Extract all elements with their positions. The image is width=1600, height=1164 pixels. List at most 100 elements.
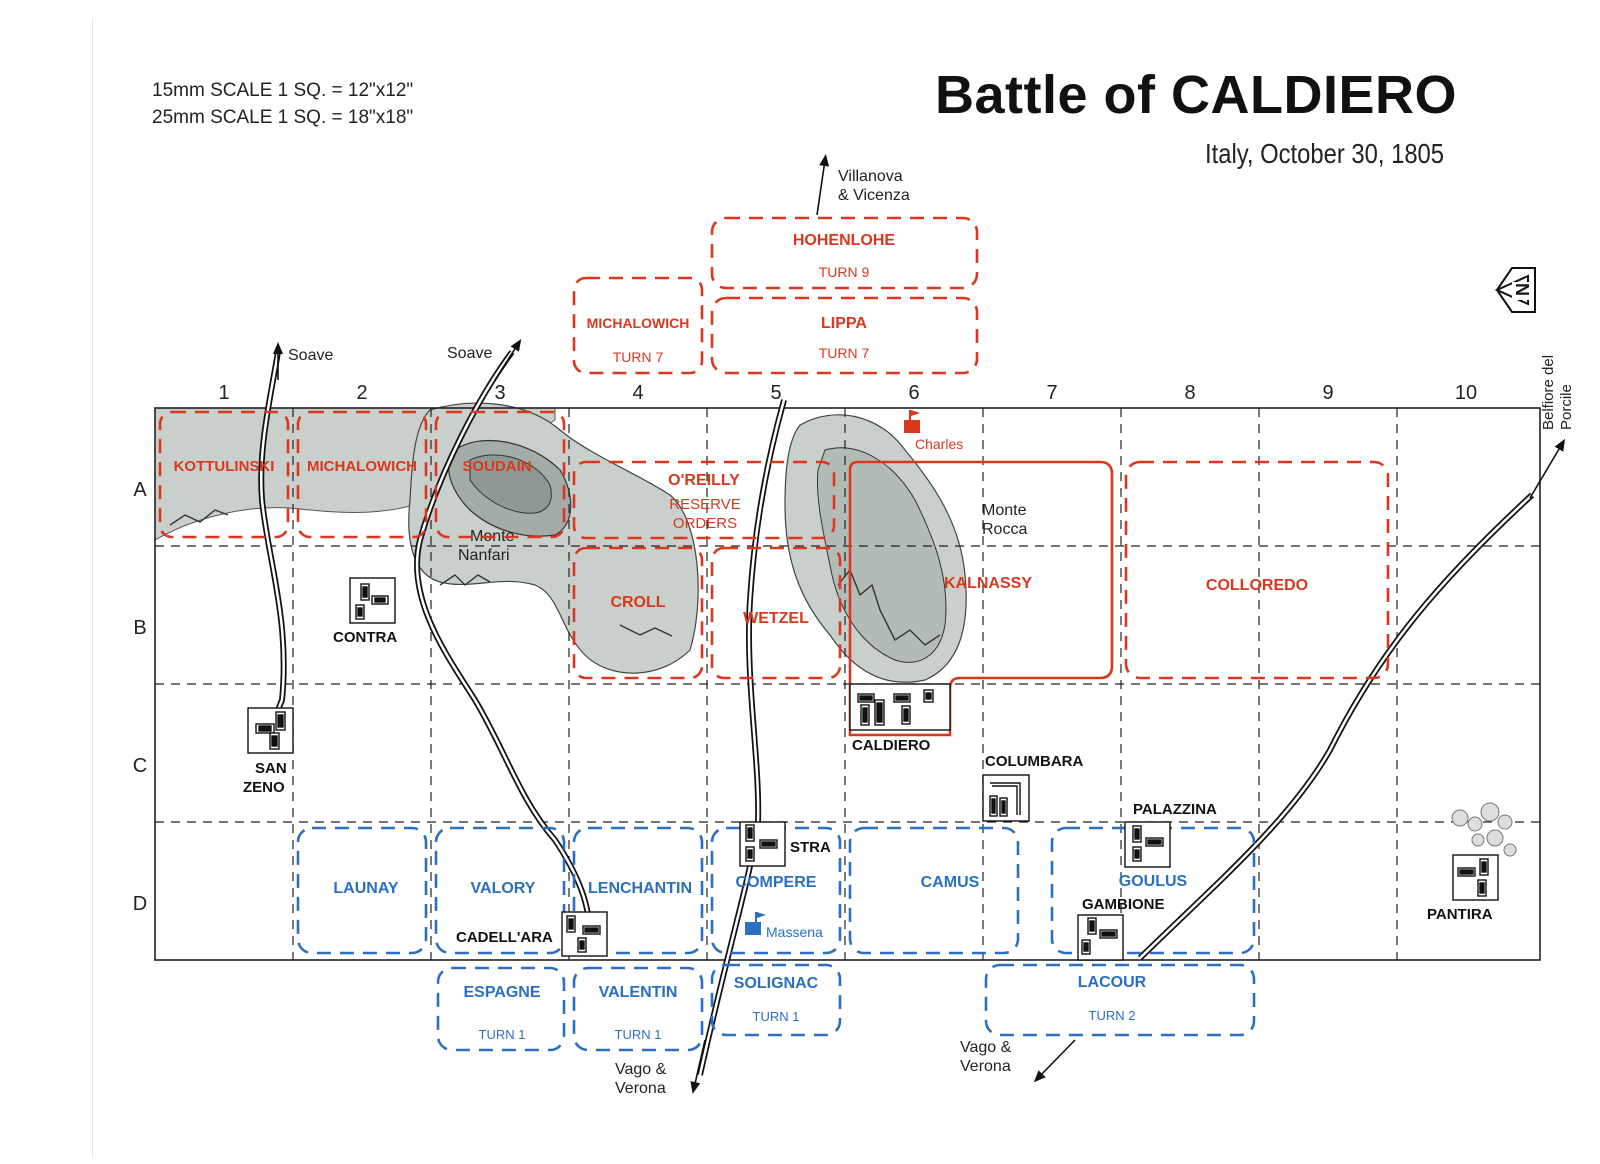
town-icon-caldiero: [849, 683, 951, 731]
page-margin-line: [92, 18, 93, 1158]
arrow-vago-1: [690, 1039, 706, 1094]
unit-label-lippa: LIPPA: [821, 315, 867, 332]
town-icon-contra: [349, 577, 396, 624]
town-label-caldiero: CALDIERO: [852, 737, 931, 754]
town-icon-stra: [739, 821, 786, 867]
unit-label-launay: LAUNAY: [333, 880, 399, 897]
grid-col-label: 3: [494, 382, 505, 404]
towns-layer: [247, 577, 1499, 961]
flag-icon-massena: [745, 912, 766, 935]
monte-nanfari-inner-contour: [469, 454, 552, 514]
unit-label-goulus: GOULUS: [1119, 873, 1188, 890]
unit-box-kalnassy: [848, 460, 1114, 737]
unit-label-lippa-turn: TURN 7: [819, 345, 870, 361]
unit-label-solignac: SOLIGNAC: [734, 975, 819, 992]
flag-icon-charles: [904, 410, 920, 433]
grid-col-label: 8: [1184, 382, 1195, 404]
unit-label-lenchantin: LENCHANTIN: [588, 880, 692, 897]
unit-label-compere: COMPERE: [736, 874, 817, 891]
arrow-belfiore: [1529, 438, 1566, 499]
town-label-palazzina: PALAZZINA: [1133, 801, 1217, 818]
town-icon-pantira: [1452, 854, 1499, 901]
town-label-columbara: COLUMBARA: [985, 753, 1083, 770]
grid-row-label: A: [133, 479, 147, 501]
scale-note-25mm: 25mm SCALE 1 SQ. = 18"x18": [152, 107, 414, 128]
arrow-vago-2: [1033, 1039, 1076, 1083]
unit-box-lippa: [710, 296, 979, 375]
unit-box-hohenlohe: [710, 216, 979, 290]
unit-label-valory: VALORY: [471, 880, 536, 897]
grid-col-label: 9: [1322, 382, 1333, 404]
commander-label-charles: Charles: [915, 436, 963, 452]
unit-box-valory: [434, 826, 566, 955]
unit-label-lacour-turn: TURN 2: [1089, 1008, 1136, 1023]
road-label-belfiore: Belfiore delPorcile: [1540, 355, 1575, 430]
unit-label-valentin-turn: TURN 1: [615, 1027, 662, 1042]
unit-label-kottulinski: KOTTULINSKI: [174, 458, 275, 475]
road-label-vago-verona-1: Vago &Verona: [615, 1061, 667, 1097]
ridge-line-rocca: [837, 568, 941, 646]
unit-label-croll: CROLL: [610, 594, 665, 611]
unit-box-goulus: [1050, 826, 1256, 955]
unit-box-launay: [296, 826, 428, 955]
unit-label-camus: CAMUS: [921, 874, 980, 891]
arrow-villanova: [816, 154, 830, 216]
grid-col-label: 7: [1046, 382, 1057, 404]
grid-row-label: B: [133, 617, 146, 639]
town-label-pantira: PANTIRA: [1427, 906, 1493, 923]
unit-box-michalowich-r: [572, 276, 704, 375]
compass-label: N: [1513, 283, 1533, 296]
unit-box-espagne: [436, 966, 566, 1052]
unit-label-valentin: VALENTIN: [599, 984, 678, 1001]
road-label-villanova: Villanova& Vicenza: [838, 168, 910, 204]
unit-box-camus: [848, 826, 1020, 955]
unit-label-michalowich-r: MICHALOWICH: [587, 315, 690, 331]
town-icon-gambione: [1077, 914, 1124, 961]
unit-box-soudain: [434, 410, 566, 539]
road-label-soave-1: Soave: [288, 347, 333, 364]
road-label-vago-verona-2: Vago &Verona: [960, 1039, 1012, 1075]
unit-label-michalowich-r-turn: TURN 7: [613, 349, 664, 365]
woods-icon: [1451, 802, 1517, 857]
unit-box-solignac: [710, 963, 842, 1037]
map-subtitle: Italy, October 30, 1805: [1205, 138, 1445, 169]
grid-col-label: 1: [218, 382, 229, 404]
austrian-units-layer: [158, 216, 1390, 680]
unit-box-lenchantin: [572, 826, 704, 955]
town-icon-palazzina: [1124, 821, 1171, 868]
unit-box-kottulinski: [158, 410, 290, 539]
unit-label-colloredo: COLLOREDO: [1206, 577, 1308, 594]
unit-box-croll: [572, 546, 704, 680]
ridge-line-nanfari: [439, 574, 491, 586]
unit-label-michalowich-a: MICHALOWICH: [307, 458, 417, 475]
unit-label-solignac-turn: TURN 1: [753, 1009, 800, 1024]
grid-row-label: C: [133, 755, 147, 777]
town-icon-columbara: [982, 774, 1030, 822]
unit-box-oreilly: [572, 460, 836, 540]
grid-col-label: 6: [908, 382, 919, 404]
unit-box-michalowich-a: [296, 410, 428, 539]
ridge-line-kottulinski: [169, 509, 229, 526]
ridge-line-croll: [619, 624, 673, 637]
town-label-contra: CONTRA: [333, 629, 397, 646]
grid-col-label: 10: [1455, 382, 1477, 404]
unit-box-valentin: [572, 966, 704, 1052]
unit-label-soudain: SOUDAIN: [462, 458, 531, 475]
unit-label-hohenlohe: HOHENLOHE: [793, 232, 896, 249]
town-label-gambione: GAMBIONE: [1082, 896, 1165, 913]
arrow-soave-2: [494, 338, 522, 381]
grid-col-label: 5: [770, 382, 781, 404]
unit-label-wetzel: WETZEL: [743, 610, 809, 627]
town-label-cadellara: CADELL'ARA: [456, 929, 553, 946]
map-title: Battle of CALDIERO: [935, 65, 1457, 125]
unit-label-espagne-turn: TURN 1: [479, 1027, 526, 1042]
town-label-stra: STRA: [790, 839, 831, 856]
unit-box-wetzel: [710, 546, 842, 680]
commander-label-massena: Massena: [766, 924, 823, 940]
town-icon-san-zeno: [247, 707, 294, 754]
unit-box-lacour: [984, 963, 1256, 1037]
roads-layer: [258, 154, 1566, 1094]
